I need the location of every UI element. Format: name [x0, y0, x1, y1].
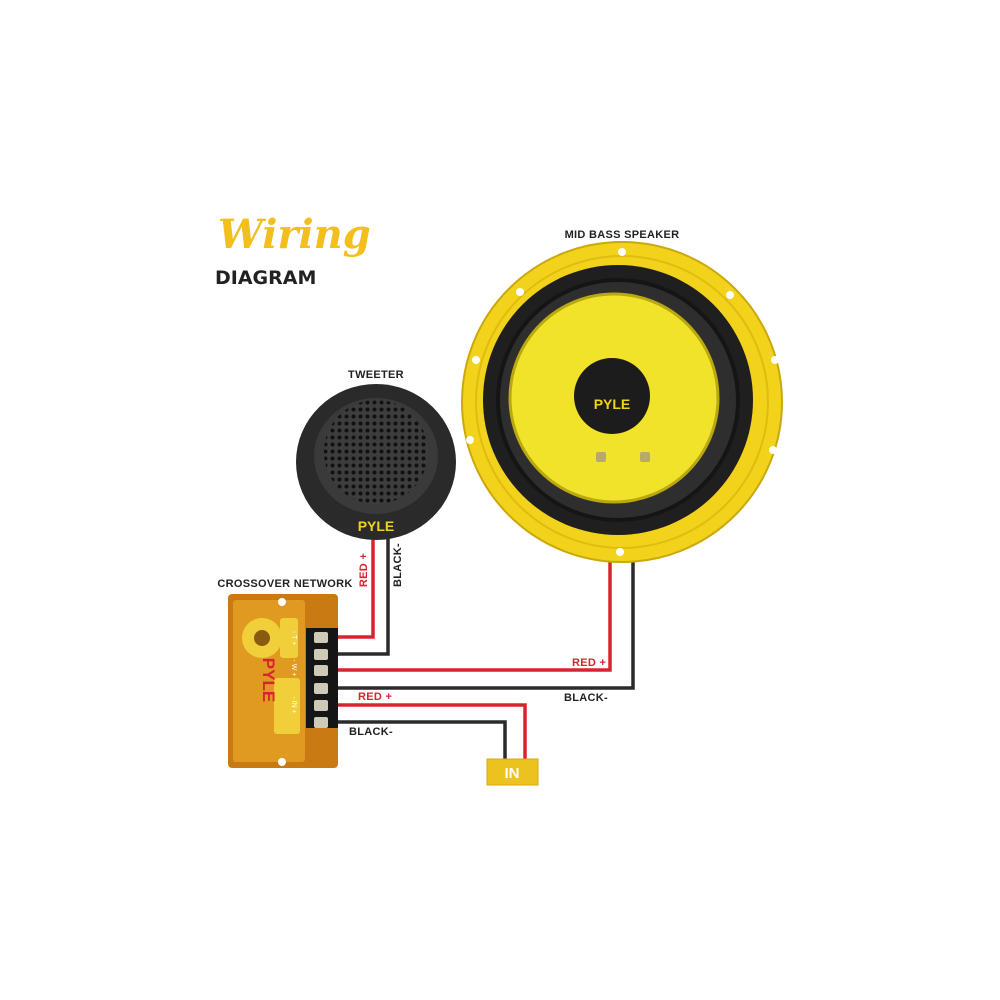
wires	[338, 538, 635, 760]
tweeter: TWEETER PYLE	[296, 369, 456, 540]
woofer-red-label: RED +	[572, 657, 606, 669]
input-black-label: BLACK-	[349, 726, 393, 738]
title-script: Wiring	[218, 211, 371, 258]
tweeter-black-wire	[338, 538, 390, 656]
input-red-label: RED +	[358, 691, 392, 703]
woofer-black-label: BLACK-	[564, 692, 608, 704]
mid-bass-speaker: MID BASS SPEAKER PYLE	[461, 229, 783, 563]
input-red-wire	[338, 703, 527, 760]
woofer-red-wire	[338, 562, 612, 672]
title-main: DIAGRAM	[215, 267, 316, 289]
terminal-strip	[306, 628, 338, 728]
tweeter-terminal-label: - T +	[290, 631, 297, 645]
tweeter-red-label: RED +	[358, 553, 370, 587]
tweeter-label: TWEETER	[348, 369, 404, 381]
mid-bass-brand-logo: PYLE	[594, 396, 631, 412]
tweeter-red-wire	[338, 538, 375, 639]
crossover-label: CROSSOVER NETWORK	[217, 578, 352, 590]
woofer-terminal-label: - W +	[290, 660, 297, 677]
tweeter-grille	[324, 400, 428, 504]
woofer-black-wire	[338, 562, 635, 690]
diagram-title: Wiring DIAGRAM	[215, 211, 371, 289]
input-block: IN	[486, 758, 539, 786]
woofer-terminal-icon	[596, 452, 606, 462]
mounting-holes	[466, 248, 779, 556]
input-label: IN	[505, 765, 520, 782]
input-black-wire	[338, 720, 507, 760]
terminal-screws	[314, 632, 328, 728]
input-terminal-label: - IN +	[290, 696, 297, 713]
crossover-brand-logo: PYLE	[259, 658, 278, 702]
crossover-network: CROSSOVER NETWORK PYLE - T + - W + - IN …	[217, 578, 352, 768]
woofer-terminal-icon	[640, 452, 650, 462]
tweeter-black-label: BLACK-	[392, 543, 404, 587]
mid-bass-label: MID BASS SPEAKER	[565, 229, 680, 241]
tweeter-brand-logo: PYLE	[358, 518, 395, 534]
